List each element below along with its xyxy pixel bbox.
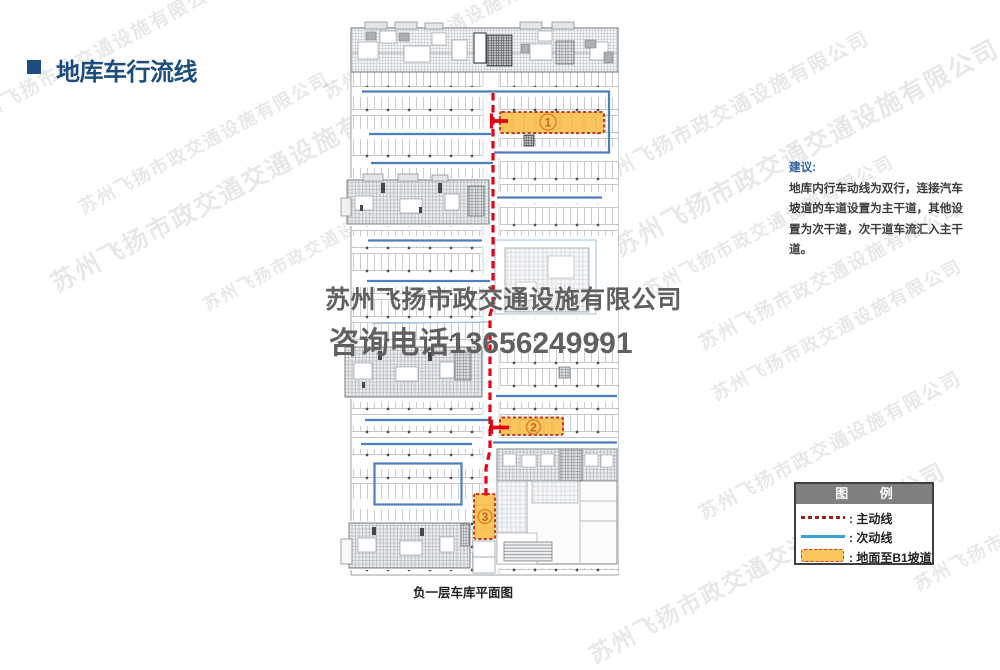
svg-text:2: 2: [530, 421, 537, 435]
svg-text:1: 1: [545, 116, 552, 130]
svg-text:3: 3: [482, 510, 489, 524]
